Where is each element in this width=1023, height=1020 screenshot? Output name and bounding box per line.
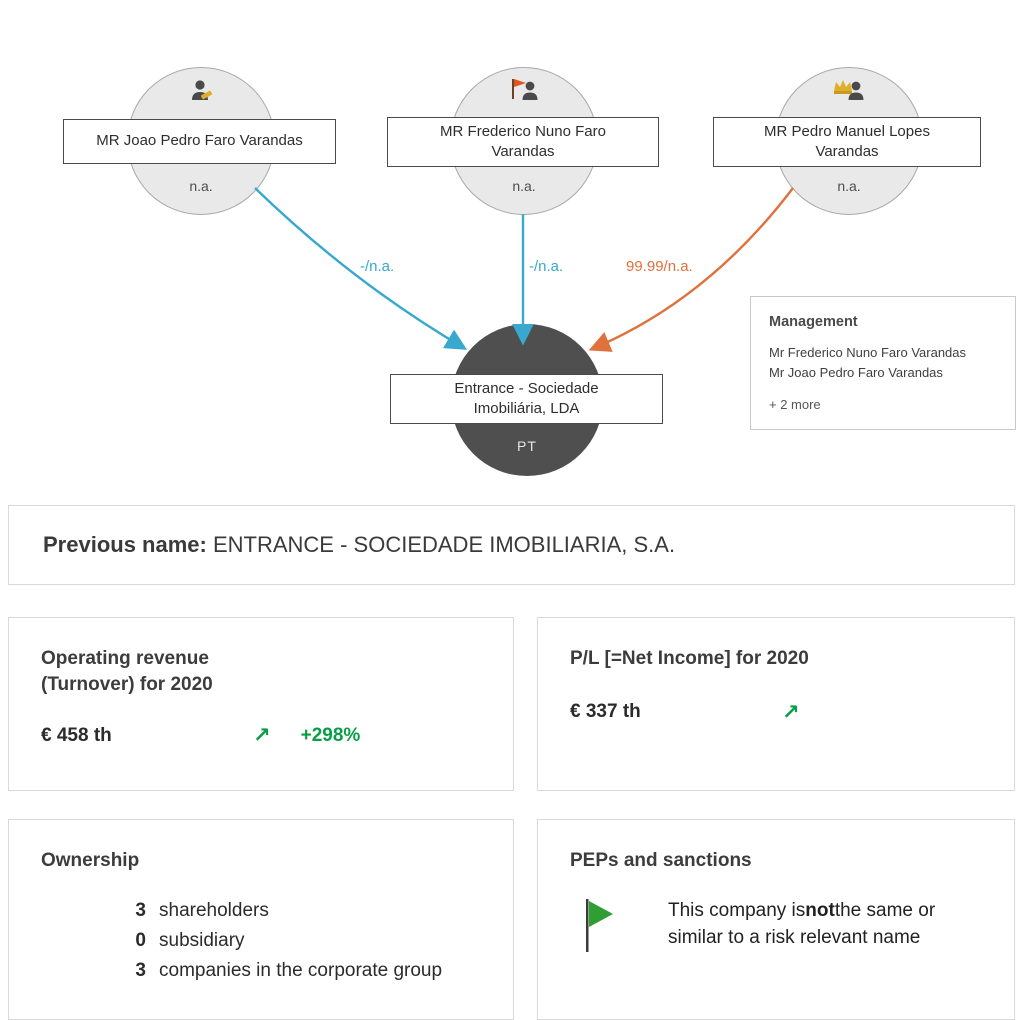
operating-revenue-title: Operating revenue (Turnover) for 2020 [41,648,213,695]
operating-revenue-value: € 458 th [41,724,112,746]
person-icon [187,78,215,107]
edge-label: -/n.a. [529,258,564,275]
crown-person-icon [832,78,866,107]
previous-name-bar: Previous name: ENTRANCE - SOCIEDADE IMOB… [8,505,1015,585]
management-item: Mr Frederico Nuno Faro Varandas [769,345,967,360]
company-name: Entrance - Sociedade Imobiliária, LDA [454,379,599,417]
operating-revenue-change: +298% [300,724,361,746]
management-item: Mr Joao Pedro Faro Varandas [769,365,943,381]
shareholder-value: n.a. [512,178,536,194]
previous-name-label: Previous name: [43,532,207,557]
ownership-item: 0 subsidiary [126,926,481,956]
operating-revenue-card: Operating revenue (Turnover) for 2020 € … [8,617,514,791]
green-flag-icon [583,898,615,959]
peps-statement: This company isnotthe same or similar to… [668,898,982,959]
ownership-label: companies in the corporate group [159,960,443,982]
management-more-link[interactable]: + 2 more [769,397,821,413]
net-income-title: P/L [=Net Income] for 2020 [570,648,809,669]
shareholder-value: n.a. [189,178,213,194]
ownership-item: 3 shareholders [126,896,481,926]
ownership-count: 0 [135,930,146,952]
peps-text-before: This company is [668,899,806,921]
management-panel: Management Mr Frederico Nuno Faro Varand… [750,296,1016,430]
peps-text-after: the same or similar to a risk relevant n… [668,899,936,948]
shareholder-name-box[interactable]: MR Joao Pedro Faro Varandas [63,119,336,164]
shareholder-name: MR Pedro Manuel Lopes Varandas [764,122,930,160]
shareholder-value: n.a. [837,178,861,194]
management-title: Management [769,314,858,330]
peps-text-bold: not [805,899,835,921]
shareholder-name: MR Frederico Nuno Faro Varandas [440,122,606,160]
trend-up-icon: ↗ [782,700,800,724]
ownership-list: 3 shareholders 0 subsidiary 3 companies … [126,896,481,987]
shareholder-name: MR Joao Pedro Faro Varandas [96,132,303,150]
shareholder-name-box[interactable]: MR Pedro Manuel Lopes Varandas [713,117,981,167]
company-name-box[interactable]: Entrance - Sociedade Imobiliária, LDA [390,374,663,424]
peps-sanctions-card: PEPs and sanctions This company isnotthe… [537,819,1015,1020]
ownership-title: Ownership [41,850,140,871]
previous-name-value: ENTRANCE - SOCIEDADE IMOBILIARIA, S.A. [212,532,676,557]
ownership-label: shareholders [159,899,269,921]
company-country-label: PT [517,438,537,454]
ownership-count: 3 [135,960,146,982]
peps-title: PEPs and sanctions [570,850,752,871]
ownership-count: 3 [135,899,146,921]
net-income-card: P/L [=Net Income] for 2020 € 337 th ↗ [537,617,1015,791]
ownership-item: 3 companies in the corporate group [126,956,481,986]
edge-label: 99.99/n.a. [626,258,693,275]
edge-label: -/n.a. [360,258,395,275]
trend-up-icon: ↗ [253,724,271,748]
flag-person-icon [507,78,541,107]
shareholder-name-box[interactable]: MR Frederico Nuno Faro Varandas [387,117,659,167]
ownership-diagram: n.a. n.a. n.a. PT [0,0,1023,495]
ownership-label: subsidiary [159,930,245,952]
ownership-card: Ownership 3 shareholders 0 subsidiary 3 … [8,819,514,1020]
net-income-value: € 337 th [570,701,641,723]
